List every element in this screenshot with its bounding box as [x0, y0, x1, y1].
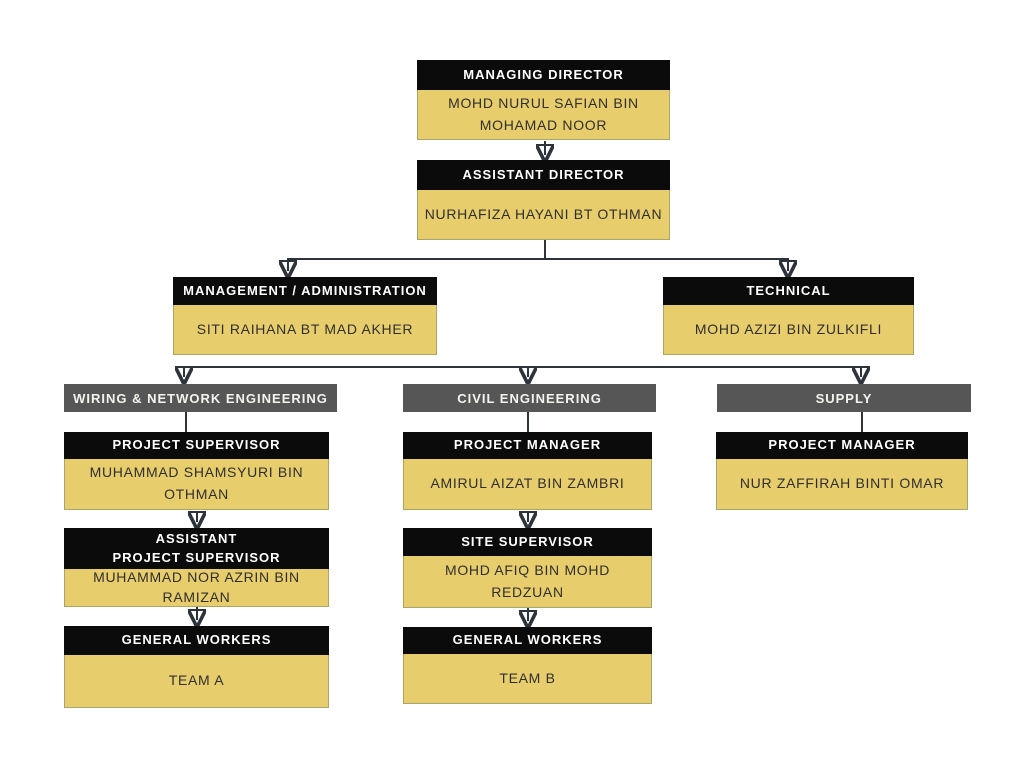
- dept-supply: SUPPLY: [717, 384, 971, 412]
- node-technical: TECHNICAL MOHD AZIZI BIN ZULKIFLI: [663, 277, 914, 355]
- node-title: MANAGEMENT / ADMINISTRATION: [173, 277, 437, 305]
- node-title: SITE SUPERVISOR: [403, 528, 652, 556]
- node-title: GENERAL WORKERS: [403, 627, 652, 654]
- node-person: NUR ZAFFIRAH BINTI OMAR: [716, 459, 968, 510]
- node-person: MUHAMMAD SHAMSYURI BIN OTHMAN: [64, 459, 329, 510]
- node-title: ASSISTANT DIRECTOR: [417, 160, 670, 190]
- node-person: TEAM B: [403, 654, 652, 704]
- node-title: TECHNICAL: [663, 277, 914, 305]
- dept-wiring-network-engineering: WIRING & NETWORK ENGINEERING: [64, 384, 337, 412]
- node-wiring-assistant-project-supervisor: ASSISTANT PROJECT SUPERVISOR MUHAMMAD NO…: [64, 528, 329, 607]
- node-person: MOHD NURUL SAFIAN BIN MOHAMAD NOOR: [417, 90, 670, 140]
- node-managing-director: MANAGING DIRECTOR MOHD NURUL SAFIAN BIN …: [417, 60, 670, 140]
- node-wiring-general-workers: GENERAL WORKERS TEAM A: [64, 626, 329, 708]
- node-person: TEAM A: [64, 655, 329, 708]
- dept-civil-engineering: CIVIL ENGINEERING: [403, 384, 656, 412]
- node-person: MUHAMMAD NOR AZRIN BIN RAMIZAN: [64, 569, 329, 607]
- node-title: GENERAL WORKERS: [64, 626, 329, 655]
- node-title: ASSISTANT PROJECT SUPERVISOR: [64, 528, 329, 569]
- node-person: MOHD AFIQ BIN MOHD REDZUAN: [403, 556, 652, 608]
- node-person: NURHAFIZA HAYANI BT OTHMAN: [417, 190, 670, 240]
- node-civil-general-workers: GENERAL WORKERS TEAM B: [403, 627, 652, 704]
- node-civil-site-supervisor: SITE SUPERVISOR MOHD AFIQ BIN MOHD REDZU…: [403, 528, 652, 608]
- node-supply-project-manager: PROJECT MANAGER NUR ZAFFIRAH BINTI OMAR: [716, 432, 968, 510]
- node-person: AMIRUL AIZAT BIN ZAMBRI: [403, 459, 652, 510]
- node-title: MANAGING DIRECTOR: [417, 60, 670, 90]
- node-assistant-director: ASSISTANT DIRECTOR NURHAFIZA HAYANI BT O…: [417, 160, 670, 240]
- node-wiring-project-supervisor: PROJECT SUPERVISOR MUHAMMAD SHAMSYURI BI…: [64, 432, 329, 510]
- node-title: PROJECT SUPERVISOR: [64, 432, 329, 459]
- node-civil-project-manager: PROJECT MANAGER AMIRUL AIZAT BIN ZAMBRI: [403, 432, 652, 510]
- node-person: MOHD AZIZI BIN ZULKIFLI: [663, 305, 914, 355]
- node-person: SITI RAIHANA BT MAD AKHER: [173, 305, 437, 355]
- node-management-administration: MANAGEMENT / ADMINISTRATION SITI RAIHANA…: [173, 277, 437, 355]
- node-title: PROJECT MANAGER: [716, 432, 968, 459]
- node-title: PROJECT MANAGER: [403, 432, 652, 459]
